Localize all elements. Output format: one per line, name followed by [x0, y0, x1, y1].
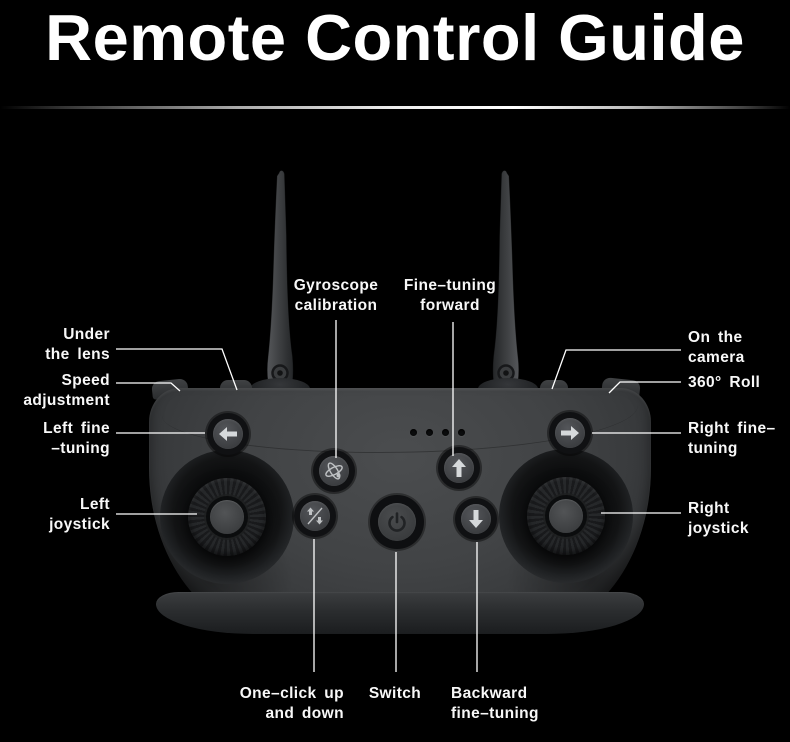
title-divider	[0, 106, 790, 109]
antenna-screw-hole	[277, 370, 283, 376]
status-led	[458, 429, 465, 436]
left-joystick	[160, 450, 294, 584]
arrow-left-icon	[219, 427, 237, 441]
right-fine-tuning-button	[555, 418, 585, 448]
gyroscope-orbit-icon	[325, 462, 343, 480]
label-under-the-lens: Under the lens	[45, 326, 110, 363]
right-joystick-center	[549, 499, 583, 533]
fine-tuning-forward-button	[444, 453, 474, 483]
label-left-fine-tuning: Left fine –tuning	[43, 420, 110, 457]
label-switch: Switch	[368, 685, 422, 702]
label-fine-tuning-forward: Fine–tuning forward	[403, 277, 497, 314]
left-joystick-center	[210, 500, 244, 534]
one-click-up-down-button	[300, 501, 330, 531]
arrow-right-icon	[561, 426, 579, 440]
label-gyroscope-calibration: Gyroscope calibration	[293, 277, 379, 314]
label-backward-fine-tuning: Backward fine–tuning	[451, 685, 539, 722]
body-bottom-edge	[156, 592, 644, 634]
antenna-screw-hole	[503, 370, 509, 376]
page-title: Remote Control Guide	[45, 1, 745, 74]
label-left-joystick: Left joystick	[49, 496, 110, 533]
label-on-the-camera: On the camera	[688, 329, 745, 366]
backward-fine-tuning-button	[461, 504, 491, 534]
right-antenna	[492, 170, 520, 394]
left-joystick-cap	[188, 478, 266, 556]
status-led	[442, 429, 449, 436]
status-led	[426, 429, 433, 436]
up-down-arrows-icon	[307, 507, 323, 525]
body-seam-line	[162, 400, 638, 453]
power-switch-button	[378, 503, 416, 541]
arrow-down-icon	[469, 510, 483, 528]
left-fine-tuning-button	[213, 419, 243, 449]
label-360-roll: 360° Roll	[688, 374, 761, 391]
callout-line-under-the-lens	[116, 348, 238, 391]
right-joystick-cap	[527, 477, 605, 555]
label-one-click-up-down: One–click up and down	[239, 685, 344, 722]
gyroscope-calibration-button	[319, 456, 349, 486]
callout-line-on-the-camera	[551, 349, 681, 390]
status-led	[410, 429, 417, 436]
right-joystick	[499, 449, 633, 583]
arrow-up-icon	[452, 459, 466, 477]
label-speed-adjustment: Speed adjustment	[23, 372, 110, 409]
callout-line-360-roll	[608, 381, 681, 394]
callout-line-speed-adjustment	[116, 382, 181, 392]
label-right-joystick: Right joystick	[688, 500, 749, 537]
power-icon	[388, 512, 406, 532]
label-right-fine-tuning: Right fine– tuning	[688, 420, 776, 457]
